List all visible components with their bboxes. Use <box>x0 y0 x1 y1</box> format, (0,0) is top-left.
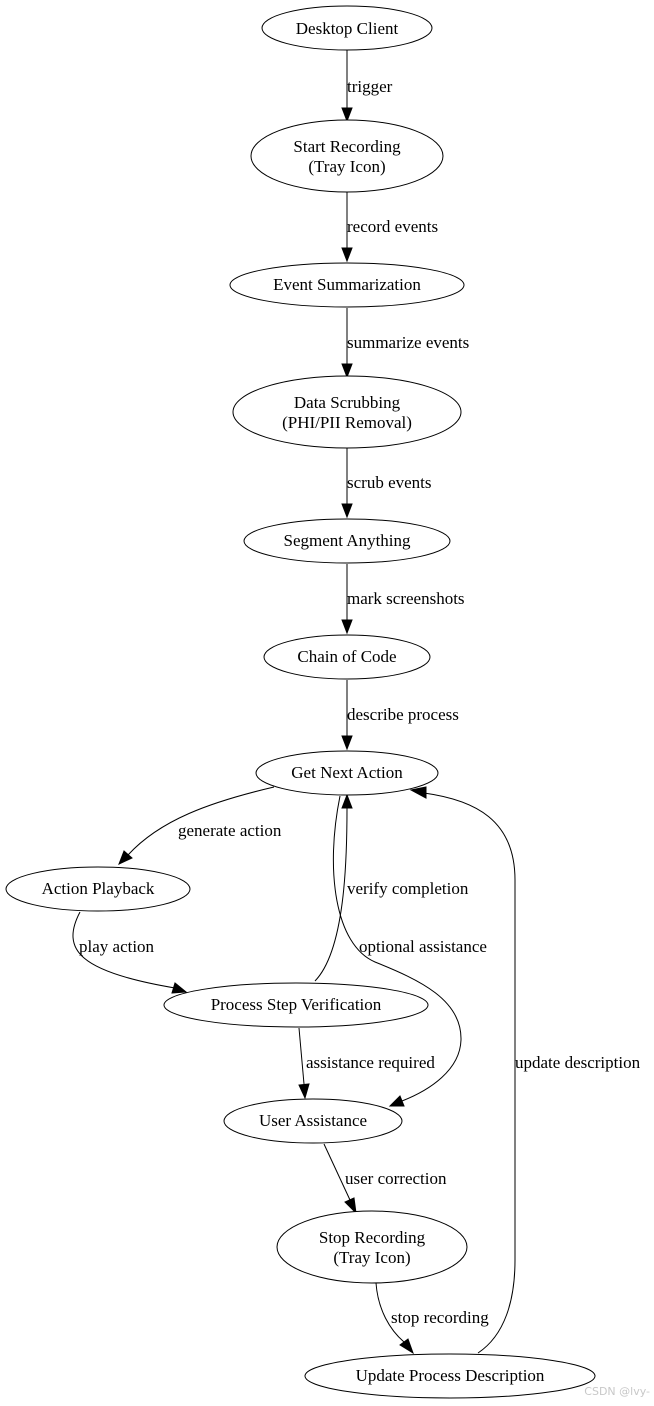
node-label-get-next-action: Get Next Action <box>291 763 403 782</box>
edge-verify-completion: verify completion <box>314 793 469 982</box>
edge-label-stop-recording: stop recording <box>391 1308 489 1327</box>
node-label-start-recording-line1: Start Recording <box>293 137 401 156</box>
watermark: CSDN @lvy- <box>584 1385 650 1398</box>
edge-label-verify-completion: verify completion <box>347 879 469 898</box>
node-event-summarization: Event Summarization <box>229 262 465 308</box>
edge-stop-recording: stop recording <box>375 1282 489 1355</box>
edge-update-description: update description <box>409 786 641 1354</box>
edge-assistance-required: assistance required <box>298 1027 435 1100</box>
edge-describe-process: describe process <box>341 680 459 751</box>
node-label-start-recording-line2: (Tray Icon) <box>308 157 385 176</box>
node-start-recording: Start Recording (Tray Icon) <box>250 119 444 193</box>
node-label-chain-of-code: Chain of Code <box>297 647 396 666</box>
node-segment-anything: Segment Anything <box>243 518 451 564</box>
edge-label-mark-screenshots: mark screenshots <box>347 589 465 608</box>
node-label-desktop-client: Desktop Client <box>296 19 399 38</box>
edge-label-assistance-required: assistance required <box>306 1053 435 1072</box>
edge-label-play-action: play action <box>79 937 155 956</box>
node-update-process-description: Update Process Description <box>304 1353 596 1399</box>
node-user-assistance: User Assistance <box>223 1098 403 1144</box>
node-get-next-action: Get Next Action <box>255 750 439 796</box>
edge-label-record-events: record events <box>347 217 438 236</box>
edge-play-action: play action <box>72 911 188 994</box>
edge-generate-action: generate action <box>118 786 282 865</box>
node-label-stop-recording-line1: Stop Recording <box>319 1228 426 1247</box>
edge-label-generate-action: generate action <box>178 821 282 840</box>
node-label-update-process-description: Update Process Description <box>356 1366 545 1385</box>
node-stop-recording: Stop Recording (Tray Icon) <box>276 1210 468 1284</box>
node-action-playback: Action Playback <box>5 866 191 912</box>
edge-label-optional-assistance: optional assistance <box>359 937 487 956</box>
node-label-user-assistance: User Assistance <box>259 1111 367 1130</box>
edge-label-summarize-events: summarize events <box>347 333 469 352</box>
edge-label-user-correction: user correction <box>345 1169 447 1188</box>
edge-scrub-events: scrub events <box>341 448 432 519</box>
node-data-scrubbing: Data Scrubbing (PHI/PII Removal) <box>232 375 462 449</box>
node-label-segment-anything: Segment Anything <box>283 531 411 550</box>
edge-label-update-description: update description <box>515 1053 641 1072</box>
edge-mark-screenshots: mark screenshots <box>341 564 465 635</box>
edge-label-describe-process: describe process <box>347 705 459 724</box>
node-label-data-scrubbing-line2: (PHI/PII Removal) <box>282 413 412 432</box>
edge-label-trigger: trigger <box>347 77 393 96</box>
node-desktop-client: Desktop Client <box>261 5 433 51</box>
node-label-process-step-verification: Process Step Verification <box>211 995 382 1014</box>
node-chain-of-code: Chain of Code <box>263 634 431 680</box>
node-label-stop-recording-line2: (Tray Icon) <box>333 1248 410 1267</box>
node-label-action-playback: Action Playback <box>42 879 155 898</box>
edge-user-correction: user correction <box>323 1143 447 1215</box>
edge-label-scrub-events: scrub events <box>347 473 432 492</box>
edge-trigger: trigger <box>341 50 393 123</box>
node-label-event-summarization: Event Summarization <box>273 275 421 294</box>
edge-summarize-events: summarize events <box>341 308 469 379</box>
node-process-step-verification: Process Step Verification <box>163 982 429 1028</box>
edge-optional-assistance: optional assistance <box>332 795 487 1107</box>
node-label-data-scrubbing-line1: Data Scrubbing <box>294 393 401 412</box>
edge-record-events: record events <box>341 192 438 263</box>
